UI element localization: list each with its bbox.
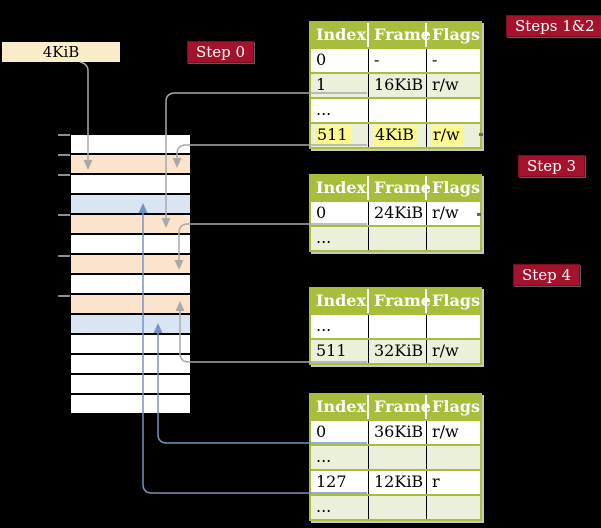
table-row: 0 -- [311,47,480,72]
table-cell: 4KiB [368,124,426,147]
badge-steps-1-2: Steps 1&2 [506,15,601,37]
table-cell [426,99,480,122]
table-header-cell: Index [316,397,367,416]
table-row: ... [311,97,480,122]
memory-row [71,235,190,253]
highlighted-value: 511 [316,125,351,145]
table-cell: 16KiB [368,74,426,97]
table-header-cell: Index [316,291,367,310]
table-cell: 24KiB [368,202,426,225]
table-row: 511 4KiB r/w [311,122,480,147]
table-header-cell: Flags [425,395,480,419]
memory-tick [58,134,70,136]
table-cell: - [426,49,480,72]
memory-row [71,175,190,193]
table-cell [368,99,426,122]
table-cell: 0 [316,422,327,441]
table-cell: 0 [316,203,327,222]
table-cell [368,227,426,250]
table-header-cell: Frame [367,23,431,47]
highlighted-value: 4KiB [374,125,418,145]
memory-row [71,395,190,413]
memory-tick [58,255,70,257]
table-cell: 32KiB [368,340,426,363]
table-header-cell: Flags [425,176,480,200]
table-row: ... [311,225,480,250]
memory-row [71,355,190,373]
table-header-cell: Frame [367,289,431,313]
table-cell: ... [316,100,332,119]
memory-row [71,155,190,173]
table-cell: 511 [316,341,347,360]
table-header-cell: Frame [367,176,431,200]
badge-step-4: Step 4 [513,264,581,286]
table-cell: 0 [316,50,327,69]
table-cell: ... [316,497,332,516]
table-row: ... [311,494,480,519]
table-cell [426,496,480,519]
table-cell: ... [316,447,332,466]
table-cell: ... [316,228,332,247]
memory-row [71,275,190,293]
memory-row [71,295,190,313]
memory-row [71,375,190,393]
memory-row [71,335,190,353]
table-cell: - [368,49,426,72]
memory-tick [58,214,70,216]
table-cell: 127 [316,472,347,491]
memory-tick [58,154,70,156]
table-row: ... [311,313,480,338]
memory-row [71,315,190,333]
table-cell [426,227,480,250]
table-cell: ... [316,316,332,335]
table-cell [426,315,480,338]
memory-row [71,195,190,213]
badge-step-0: Step 0 [187,41,255,63]
table-cell: 511 [311,124,368,147]
table-cell [368,446,426,469]
table-cell: 36KiB [368,421,426,444]
table-header-cell: Frame [367,395,431,419]
table-header-cell: Index [316,178,367,197]
table-cell: r/w [426,421,480,444]
badge-step-3: Step 3 [518,155,586,177]
table-header-cell: Flags [425,289,480,313]
table-header-cell: Flags [425,23,480,47]
table-cell: r [426,471,480,494]
table-cell [368,496,426,519]
memory-row [71,255,190,273]
table-cell: 1 [316,75,327,94]
table-cell: r/w [426,202,480,225]
table-cell: 12KiB [368,471,426,494]
memory-stack [71,135,190,413]
table-header-cell: Index [316,25,367,44]
frame-address-label: 4KiB [2,42,120,62]
table-cell [368,315,426,338]
table-cell: r/w [426,340,480,363]
table-cell: r/w [426,74,480,97]
highlighted-value: r/w [432,125,463,145]
table-cell [426,446,480,469]
table-cell: r/w [426,124,480,147]
memory-tick [58,174,70,176]
memory-tick [58,295,70,297]
table-row: ... [311,444,480,469]
memory-row [71,215,190,233]
memory-row [71,135,190,153]
